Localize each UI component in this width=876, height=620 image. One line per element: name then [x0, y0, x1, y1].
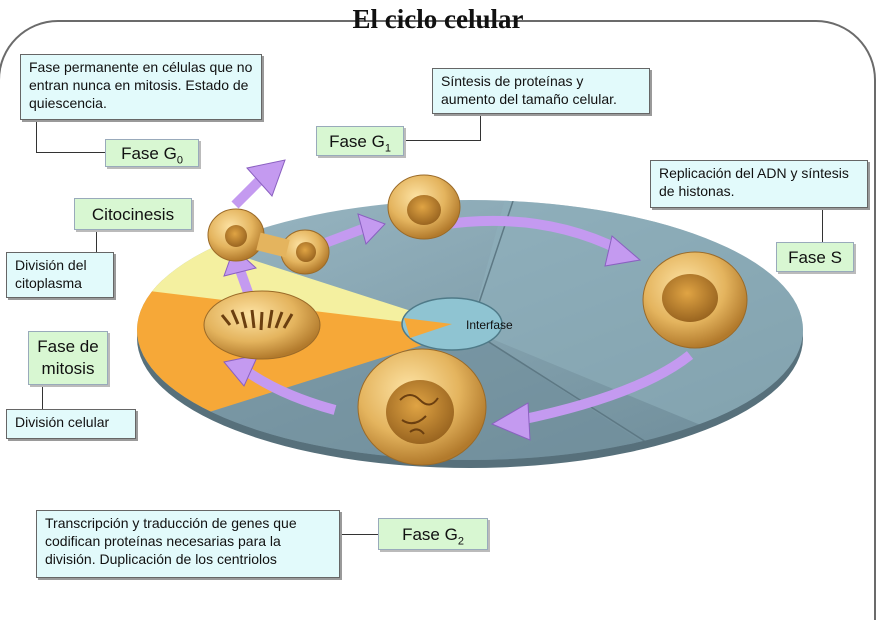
- connector-cito: [96, 230, 97, 252]
- cell-mitosis: [203, 290, 321, 360]
- arrow-to-g0: [231, 176, 264, 209]
- connector-g2: [340, 534, 380, 535]
- connector-mitosis: [42, 385, 43, 409]
- sector-s: [470, 200, 803, 460]
- mitosis-label: Fase de mitosis: [28, 331, 108, 385]
- citocinesis-description: División del citoplasma: [6, 252, 114, 298]
- arrow-to-g0-head: [246, 159, 286, 197]
- connector-g1-h: [404, 140, 481, 141]
- arrow-s-to-g2-head: [490, 402, 531, 441]
- connector-g1-v: [480, 112, 481, 140]
- connector-g0-h: [36, 152, 106, 153]
- s-description: Replicación del ADN y síntesis de histon…: [650, 160, 868, 208]
- connector-s: [822, 208, 823, 242]
- g2-label: Fase G2: [378, 518, 488, 550]
- interfase-label: Interfase: [466, 318, 513, 332]
- g1-label: Fase G1: [316, 126, 404, 156]
- arrow-cito-to-g1-head: [357, 213, 386, 245]
- arrow-g1-to-s-head: [604, 235, 642, 267]
- rounded-frame: [0, 20, 876, 620]
- arrow-s-to-g2: [518, 351, 694, 425]
- g2-description: Transcripción y traducción de genes que …: [36, 510, 340, 578]
- arrow-g1-to-s: [439, 215, 623, 255]
- arrow-g2-to-mitosis: [242, 365, 337, 415]
- arrow-cito-to-g1: [318, 223, 367, 250]
- cell-s: [642, 251, 748, 349]
- page-title: El ciclo celular: [352, 4, 524, 34]
- citocinesis-label: Citocinesis: [74, 198, 192, 230]
- cell-g2: [357, 348, 487, 466]
- g1-description: Síntesis de proteínas y aumento del tama…: [432, 68, 650, 114]
- g0-description: Fase permanente en células que no entran…: [20, 54, 262, 120]
- cell-cycle-diagram: [137, 159, 803, 468]
- connector-g0-v: [36, 120, 37, 152]
- arrow-g2-to-mitosis-head: [223, 354, 259, 387]
- cell-g1: [387, 174, 461, 240]
- g0-label: Fase G0: [105, 139, 199, 167]
- cell-citocinesis: [207, 208, 330, 275]
- hub-mitosis-wedge: [404, 318, 452, 338]
- s-label: Fase S: [776, 242, 854, 272]
- mitosis-description: División celular: [6, 409, 136, 439]
